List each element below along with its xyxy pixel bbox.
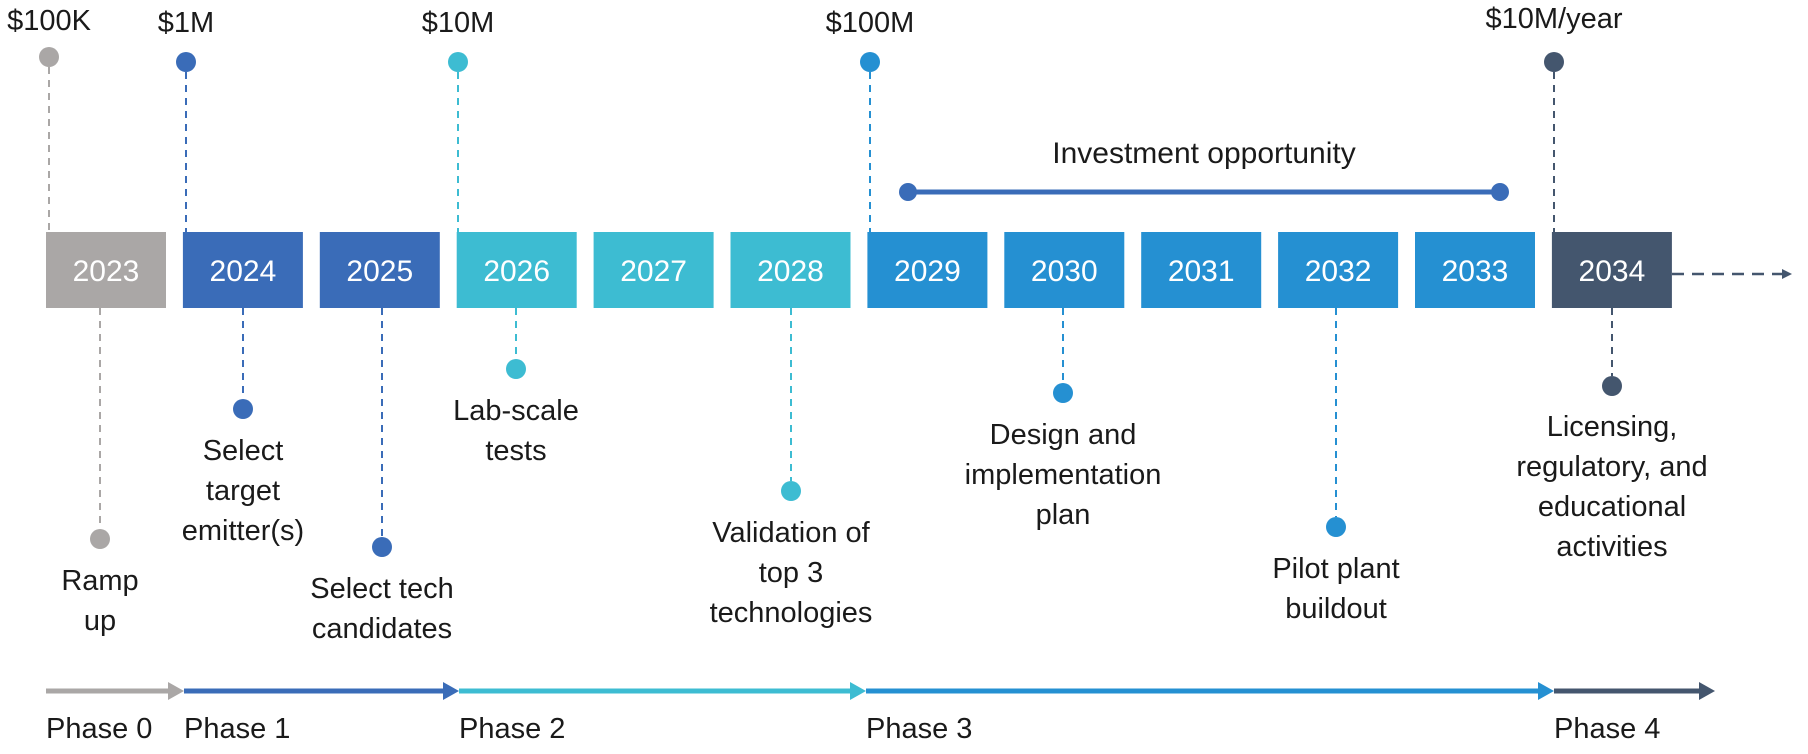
year-box-2032: [1278, 232, 1399, 308]
milestone-label-line: Lab-scale: [453, 395, 579, 427]
milestone-dot: [372, 537, 392, 557]
milestone-dot: [1053, 383, 1073, 403]
milestone-dot: [1326, 517, 1346, 537]
milestone-label-line: implementation: [965, 459, 1162, 491]
year-label: 2034: [1579, 255, 1646, 288]
year-label: 2030: [1031, 255, 1098, 288]
milestone-label-line: Validation of: [712, 517, 870, 549]
funding-label: $1M: [158, 7, 214, 39]
year-label: 2031: [1168, 255, 1235, 288]
year-box-2026: [456, 232, 577, 308]
funding-dot: [1544, 52, 1564, 72]
milestone-dot: [233, 399, 253, 419]
year-label: 2023: [73, 255, 140, 288]
milestone-label-line: target: [206, 475, 280, 507]
year-box-2031: [1141, 232, 1262, 308]
phase-arrowhead: [1538, 682, 1554, 700]
phase-bar: Phase 0 Phase 1 Phase 2 Phase 3 Phase 4: [46, 682, 1715, 745]
milestone-label-line: plan: [1036, 499, 1091, 531]
year-label: 2024: [210, 255, 277, 288]
milestone-label-line: educational: [1538, 491, 1686, 523]
milestone-label-line: activities: [1556, 531, 1667, 563]
year-label: 2029: [894, 255, 961, 288]
milestone-label-line: top 3: [759, 557, 824, 589]
year-box-2033: [1415, 232, 1535, 308]
year-label: 2032: [1305, 255, 1372, 288]
milestone-label-line: candidates: [312, 613, 452, 645]
investment-label: Investment opportunity: [1052, 137, 1356, 170]
year-box-2029: [867, 232, 988, 308]
milestone-label-line: technologies: [710, 597, 873, 629]
milestone-dot: [781, 481, 801, 501]
milestone-label-line: up: [84, 605, 116, 637]
investment-opportunity: Investment opportunity: [899, 137, 1509, 201]
phase-arrowhead: [850, 682, 866, 700]
milestone-dot: [506, 359, 526, 379]
milestone-dot: [90, 529, 110, 549]
funding-dot: [39, 47, 59, 67]
year-label: 2033: [1442, 255, 1509, 288]
investment-range-end: [1491, 183, 1509, 201]
milestone-label-line: Pilot plant: [1272, 553, 1399, 585]
milestone-label-line: Select tech: [310, 573, 453, 605]
milestone-dot: [1602, 376, 1622, 396]
milestone-label-line: regulatory, and: [1516, 451, 1707, 483]
milestone-label-line: Design and: [990, 419, 1137, 451]
year-box-2028: [730, 232, 851, 308]
phase-arrowhead: [168, 682, 184, 700]
milestone-label-line: tests: [485, 435, 546, 467]
phase-label: Phase 4: [1554, 713, 1660, 745]
year-box-2024: [182, 232, 303, 308]
phase-arrowhead: [443, 682, 459, 700]
phase-arrowhead: [1699, 682, 1715, 700]
phase-label: Phase 1: [184, 713, 290, 745]
year-label: 2028: [757, 255, 824, 288]
year-box-2023: [46, 232, 166, 308]
year-box-2030: [1004, 232, 1125, 308]
phase-label: Phase 0: [46, 713, 152, 745]
milestone-label-line: Select: [203, 435, 284, 467]
funding-label: $100M: [826, 7, 915, 39]
year-label: 2025: [346, 255, 413, 288]
milestone-label-line: Licensing,: [1547, 411, 1678, 443]
funding-dot: [448, 52, 468, 72]
funding-markers: $100K $1M $10M $100M $10M/year: [7, 3, 1623, 72]
phase-label: Phase 3: [866, 713, 972, 745]
funding-label: $10M: [422, 7, 495, 39]
funding-dot: [860, 52, 880, 72]
funding-label: $100K: [7, 5, 92, 37]
year-label: 2026: [483, 255, 550, 288]
investment-range-start: [899, 183, 917, 201]
year-label: 2027: [620, 255, 687, 288]
year-box-2027: [593, 232, 714, 308]
year-box-2025: [319, 232, 440, 308]
milestone-markers: Ramp up Select target emitter(s)Select tech c…: [61, 359, 1708, 645]
milestone-label-line: Ramp: [61, 565, 138, 597]
funding-label: $10M/year: [1485, 3, 1622, 35]
year-box-2034: [1551, 232, 1672, 308]
milestone-label-line: emitter(s): [182, 515, 304, 547]
year-boxes: 2023 2024 2025 2026 2027 2028 2029 2030 2031 2032…: [46, 232, 1672, 308]
milestone-label-line: buildout: [1285, 593, 1387, 625]
funding-dot: [176, 52, 196, 72]
connector-lines: [48, 67, 1792, 537]
phase-label: Phase 2: [459, 713, 565, 745]
